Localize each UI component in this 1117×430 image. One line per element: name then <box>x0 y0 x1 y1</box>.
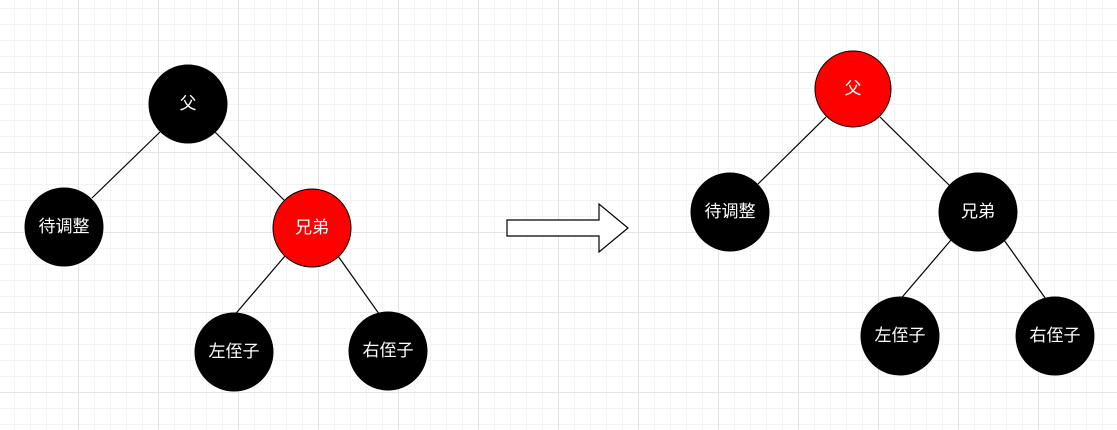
after-node-target-label: 待调整 <box>705 202 756 222</box>
after-tree: 父 待调整 兄弟 左侄子 右侄子 <box>690 50 1095 376</box>
edge-before-parent-sibling <box>214 131 285 201</box>
edge-before-parent-target <box>91 131 161 199</box>
before-node-sibling: 兄弟 <box>272 188 352 268</box>
right-arrow-icon <box>506 202 629 254</box>
before-node-sibling-label: 兄弟 <box>295 218 329 238</box>
before-node-sibling-circle <box>272 188 352 268</box>
after-node-right-nephew-circle <box>1015 296 1095 376</box>
after-node-sibling-circle <box>938 172 1018 252</box>
after-node-right-nephew-label: 右侄子 <box>1030 326 1081 346</box>
edge-before-sibling-right-nephew <box>337 255 383 319</box>
before-node-right-nephew-label: 右侄子 <box>363 341 414 361</box>
edge-before-sibling-left-nephew <box>231 255 286 319</box>
after-node-parent: 父 <box>814 50 892 128</box>
after-node-target: 待调整 <box>690 172 770 252</box>
after-node-left-nephew-label: 左侄子 <box>875 326 926 346</box>
edge-after-parent-sibling <box>879 116 951 187</box>
after-node-sibling-label: 兄弟 <box>961 202 995 222</box>
before-node-target-label: 待调整 <box>39 217 90 237</box>
after-node-left-nephew-circle <box>860 296 940 376</box>
before-node-right-nephew: 右侄子 <box>348 311 428 391</box>
after-node-target-circle <box>690 172 770 252</box>
before-tree: 父 待调整 兄弟 左侄子 右侄子 <box>24 64 428 392</box>
after-node-parent-circle <box>814 50 892 128</box>
before-node-target-circle <box>24 187 104 267</box>
after-node-left-nephew: 左侄子 <box>860 296 940 376</box>
after-node-right-nephew: 右侄子 <box>1015 296 1095 376</box>
edge-after-sibling-left-nephew <box>897 239 952 303</box>
after-node-sibling: 兄弟 <box>938 172 1018 252</box>
edge-after-sibling-right-nephew <box>1003 239 1049 303</box>
before-node-parent-label: 父 <box>180 94 197 114</box>
before-node-left-nephew-circle <box>194 312 274 392</box>
before-node-left-nephew-label: 左侄子 <box>209 342 260 362</box>
before-node-right-nephew-circle <box>348 311 428 391</box>
after-node-parent-label: 父 <box>845 79 862 99</box>
before-node-target: 待调整 <box>24 187 104 267</box>
before-node-parent: 父 <box>148 64 228 144</box>
edge-after-parent-target <box>757 116 827 185</box>
right-arrow-shape <box>506 202 629 254</box>
before-node-left-nephew: 左侄子 <box>194 312 274 392</box>
before-node-parent-circle <box>148 64 228 144</box>
